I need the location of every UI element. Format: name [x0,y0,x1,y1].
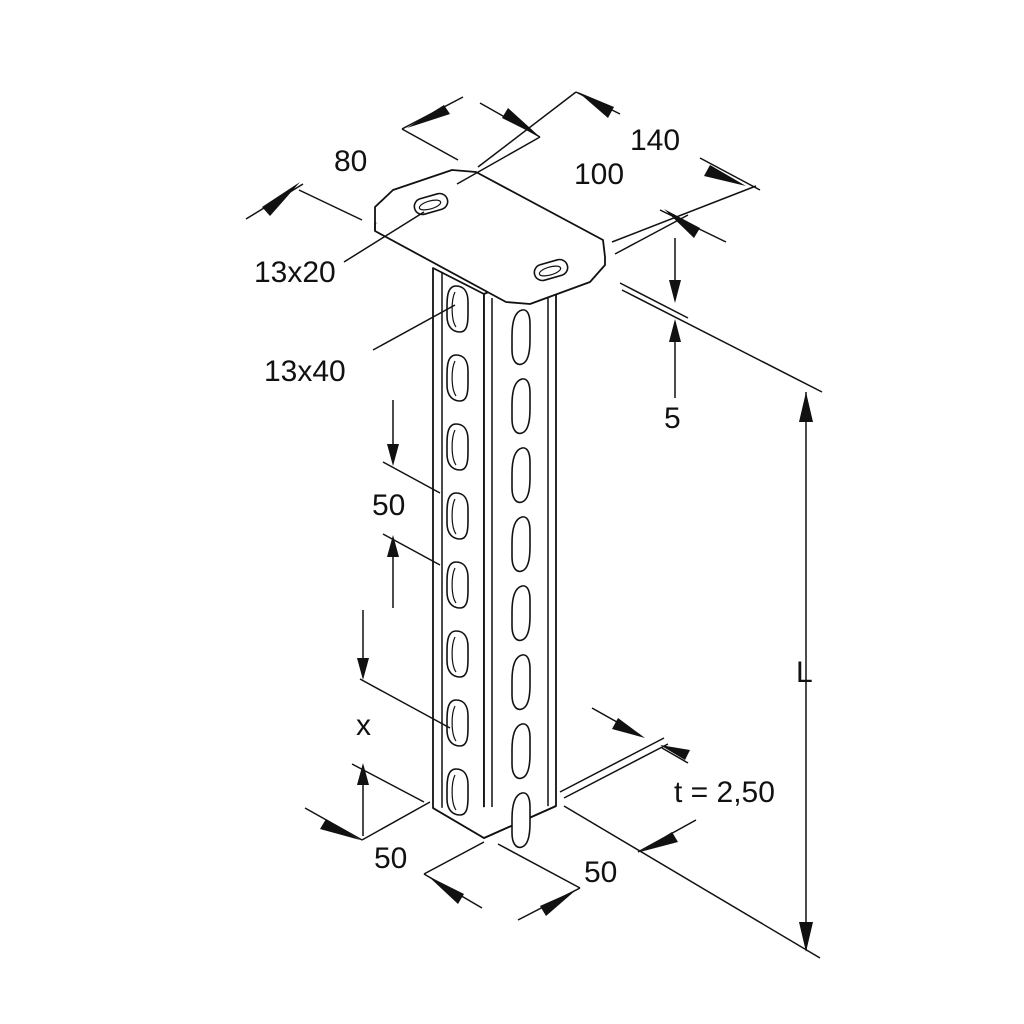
left-face-slot-edge [451,291,457,328]
plate-hole-left [413,192,449,216]
plate-hole-label: 13x20 [254,256,336,289]
plate-depth-label: 80 [334,145,367,178]
left-face-slot-edge [451,705,457,742]
plate-length-label: 140 [630,124,680,157]
right-face-slot [511,378,531,435]
profile-body [432,261,557,839]
left-face-slot [446,492,469,540]
top-plate [374,169,606,305]
left-face-slot [446,423,469,471]
left-face-slot [446,561,469,609]
right-face-slot [511,447,531,504]
left-face-slot [446,699,469,747]
left-face-slot-edge [451,774,457,811]
left-face-slot [446,285,469,333]
plate-thickness-label: 5 [664,402,681,435]
right-face-slot [511,654,531,711]
profile-slot-label: 13x40 [264,355,346,388]
dimension-lines [245,91,823,959]
dimension-labels: 80 140 100 13x20 13x40 5 50 x L t = 2,50… [254,124,813,889]
left-face-slot [446,630,469,678]
wall-thickness-label: t = 2,50 [674,776,775,809]
profile-width-left-label: 50 [374,842,407,875]
slot-offset-label: x [356,709,371,742]
left-face-slot [446,768,469,816]
profile-width-right-label: 50 [584,856,617,889]
right-face-slot [511,516,531,573]
left-face-slot-edge [451,636,457,673]
length-label: L [796,656,813,689]
right-face-slot [511,309,531,366]
right-face-slots [511,309,531,849]
left-face-slot-edge [451,567,457,604]
hole-spacing-label: 100 [574,158,624,191]
right-face-slot [511,585,531,642]
left-face-slot-edge [451,498,457,535]
right-face-slot [511,723,531,780]
left-face-slots [446,285,469,816]
right-face-slot [511,792,531,849]
plate-hole-right [533,258,569,282]
profile-left-face [432,267,485,839]
left-face-slot [446,354,469,402]
slot-pitch-label: 50 [372,489,405,522]
left-face-slot-edge [451,360,457,397]
left-face-slot-edge [451,429,457,466]
